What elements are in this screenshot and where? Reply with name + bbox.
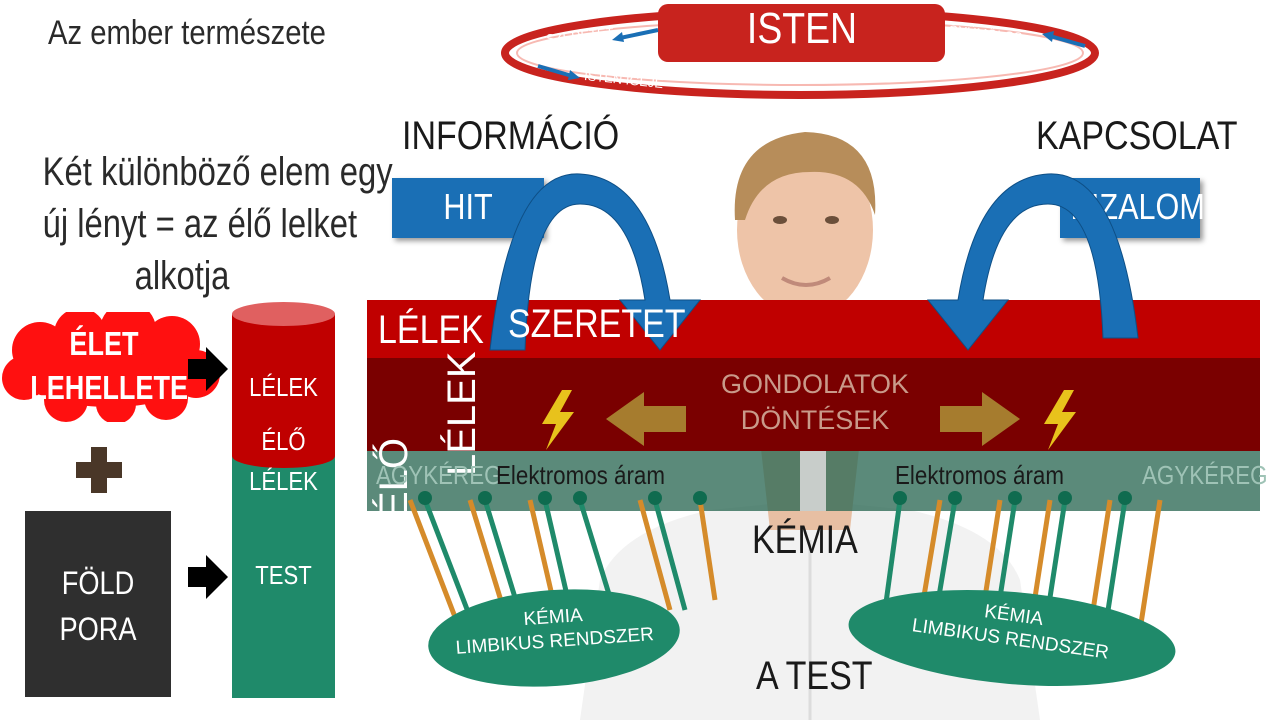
cylinder-soul-label: LÉLEK xyxy=(249,372,318,402)
connection-label: KAPCSOLAT xyxy=(1036,114,1238,158)
ring-arrow-bottom-icon xyxy=(537,64,580,80)
thoughts-band xyxy=(367,358,1260,451)
arrow-left-icon xyxy=(606,392,686,446)
arrow-right-icon-lower xyxy=(188,555,228,599)
lightning-icon-right xyxy=(1044,390,1076,450)
breath-of-life-label: ÉLET LEHELLETE xyxy=(30,325,189,406)
limbic-right-ellipse xyxy=(848,589,1176,687)
curved-arrow-right-icon xyxy=(926,173,1139,351)
arrow-right-icon xyxy=(188,347,228,391)
cylinder-body-label: TEST xyxy=(255,560,312,590)
decisions-label: DÖNTÉSEK xyxy=(740,405,890,435)
thoughts-label: GONDOLATOK xyxy=(720,369,910,399)
faith-label: HIT xyxy=(443,186,493,227)
cylinder-living-label: ÉLŐ xyxy=(261,426,306,456)
soul-label: LÉLEK xyxy=(378,308,484,352)
lightning-icon xyxy=(542,390,574,450)
soul-body-cylinder xyxy=(232,302,335,698)
plus-icon-vertical xyxy=(91,447,107,493)
curved-arrow-left-icon xyxy=(489,173,702,351)
love-label: SZERETET xyxy=(508,302,686,346)
band-divider xyxy=(800,451,826,511)
cortex-left-label: AGYKÉREG xyxy=(376,460,502,490)
information-label: INFORMÁCIÓ xyxy=(402,114,620,158)
page-title: Az ember természete xyxy=(48,14,326,52)
thoughts-decisions: GONDOLATOK DÖNTÉSEK xyxy=(700,366,930,438)
ring-arrow-right-icon xyxy=(1042,31,1086,48)
dust-box xyxy=(25,511,171,697)
body-label: A TEST xyxy=(756,654,873,698)
breath-cloud-icon xyxy=(2,312,220,422)
subtitle: Két különböző elem egy új lényt = az élő… xyxy=(42,150,393,298)
arrow-right-brown-icon xyxy=(940,392,1020,446)
cylinder-living-soul-label: LÉLEK xyxy=(249,466,318,496)
dust-label: FÖLD PORA xyxy=(59,565,137,647)
electric-left-label: Elektromos áram xyxy=(496,460,665,490)
chemistry-label: KÉMIA xyxy=(752,518,858,562)
ring-arrow-left-icon xyxy=(612,28,659,42)
god-label: ISTEN xyxy=(746,4,858,53)
god-ring xyxy=(501,4,1099,99)
electric-right-label: Elektromos áram xyxy=(895,460,1064,490)
limbic-left-ellipse xyxy=(428,589,680,687)
cortex-right-label: AGYKÉREG xyxy=(1142,460,1268,490)
